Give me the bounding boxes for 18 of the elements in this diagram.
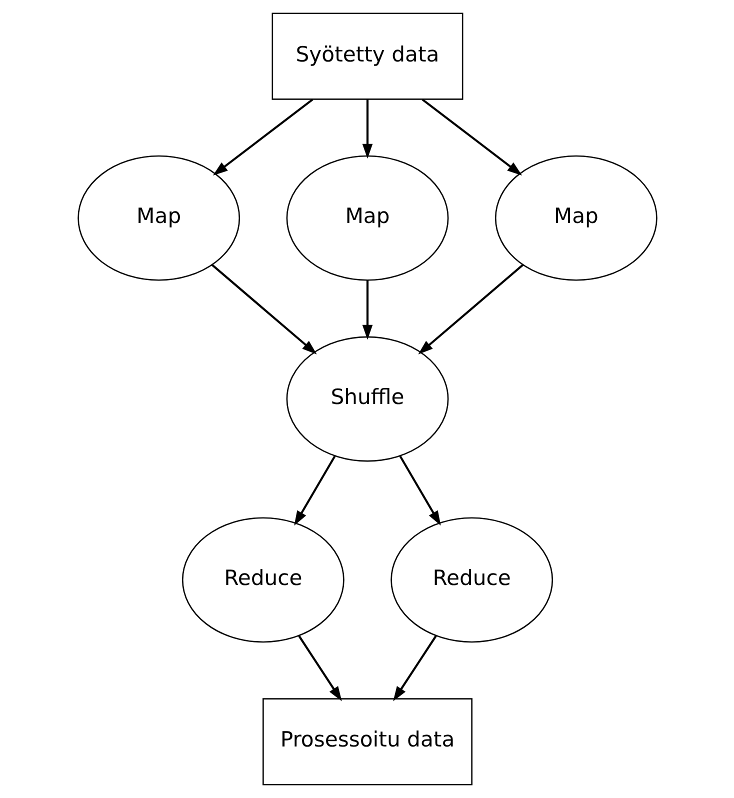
arrow xyxy=(362,99,372,159)
node-ellipse: Map xyxy=(494,155,657,281)
arrow xyxy=(421,98,522,176)
node-ellipse: Map xyxy=(286,155,448,281)
arrow xyxy=(210,264,316,354)
arrow xyxy=(294,456,336,526)
arrow xyxy=(298,635,342,702)
arrow xyxy=(362,280,372,340)
node-box: Syötetty data xyxy=(271,12,463,100)
arrow xyxy=(418,264,524,354)
node-ellipse: Shuffle xyxy=(286,336,448,462)
arrow xyxy=(212,98,313,176)
node-ellipse: Map xyxy=(77,155,240,281)
arrow xyxy=(398,456,440,526)
node-box: Prosessoitu data xyxy=(262,698,472,786)
node-ellipse: Reduce xyxy=(390,517,553,643)
arrow xyxy=(392,635,436,702)
node-ellipse: Reduce xyxy=(181,517,344,643)
